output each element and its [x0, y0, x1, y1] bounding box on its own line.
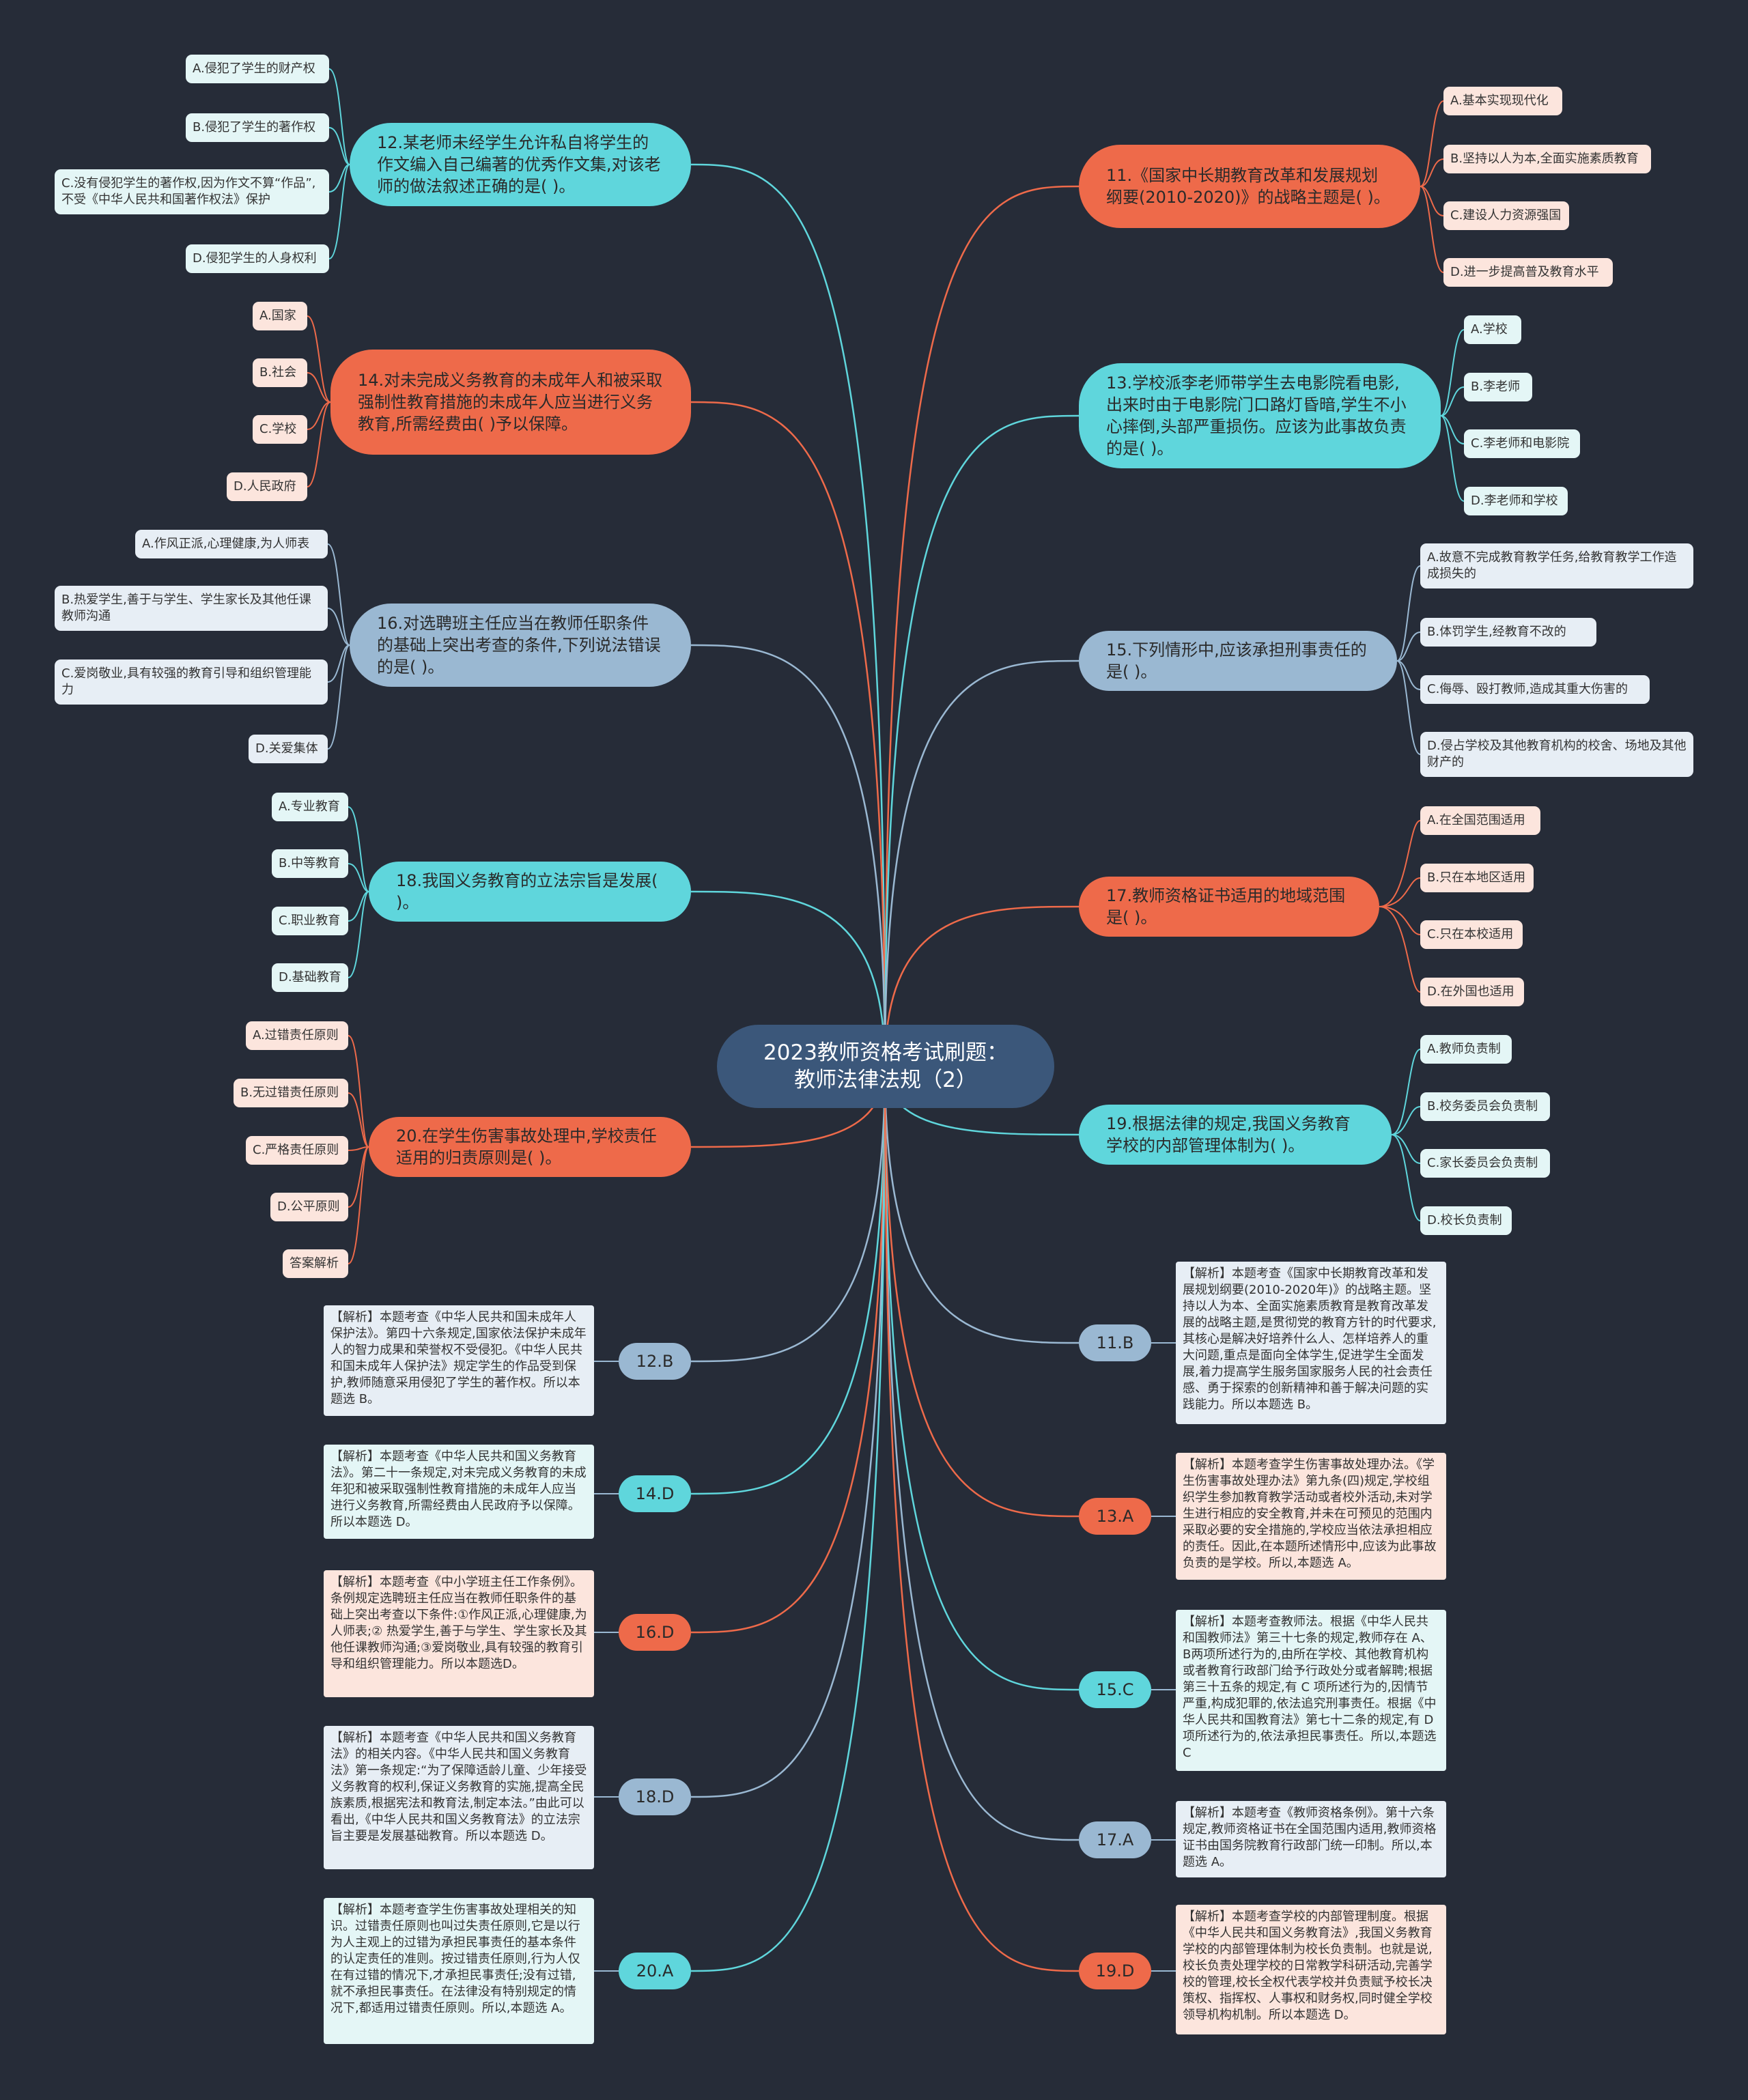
question-14-text: 14.对未完成义务教育的未成年人和被采取强制性教育措施的未成年人应当进行义务教育… — [358, 371, 663, 434]
answer-11-node[interactable]: 11.B — [1079, 1324, 1151, 1361]
answer-13-explanation: 【解析】本题考查学生伤害事故处理办法。《学生伤害事故处理办法》第九条(四)规定,… — [1176, 1453, 1446, 1580]
q13-option-c[interactable]: C.李老师和电影院 — [1464, 429, 1580, 458]
q19-option-d[interactable]: D.校长负责制 — [1420, 1206, 1512, 1235]
q18-option-a[interactable]: A.专业教育 — [272, 793, 348, 821]
answer-18-node[interactable]: 18.D — [619, 1778, 691, 1815]
q14-option-c[interactable]: C.学校 — [253, 415, 307, 444]
q12-option-c[interactable]: C.没有侵犯学生的著作权,因为作文不算“作品”,不受《中华人民共和国著作权法》保… — [55, 169, 329, 214]
q15-option-c[interactable]: C.侮辱、殴打教师,造成其重大伤害的 — [1420, 675, 1650, 704]
question-20-text: 20.在学生伤害事故处理中,学校责任适用的归责原则是( )。 — [396, 1126, 657, 1167]
question-12-text: 12.某老师未经学生允许私自将学生的作文编入自己编著的优秀作文集,对该老师的做法… — [377, 133, 661, 196]
q11-option-d[interactable]: D.进一步提高普及教育水平 — [1443, 258, 1613, 287]
answer-14-node[interactable]: 14.D — [619, 1475, 691, 1512]
answer-18-explanation: 【解析】本题考查《中华人民共和国义务教育法》的相关内容。《中华人民共和国义务教育… — [324, 1726, 594, 1869]
q14-option-b[interactable]: B.社会 — [253, 358, 307, 387]
q18-option-b[interactable]: B.中等教育 — [272, 849, 348, 878]
answer-19-node[interactable]: 19.D — [1079, 1953, 1151, 1989]
question-15-text: 15.下列情形中,应该承担刑事责任的是( )。 — [1106, 640, 1367, 681]
answer-11-explanation: 【解析】本题考查《国家中长期教育改革和发展规划纲要(2010-2020年)》的战… — [1176, 1262, 1446, 1424]
question-15-node[interactable]: 15.下列情形中,应该承担刑事责任的是( )。 — [1079, 631, 1397, 691]
q17-option-b[interactable]: B.只在本地区适用 — [1420, 864, 1534, 892]
question-17-text: 17.教师资格证书适用的地域范围是( )。 — [1106, 886, 1346, 927]
q19-option-a[interactable]: A.教师负责制 — [1420, 1035, 1512, 1064]
answer-20-node[interactable]: 20.A — [619, 1953, 691, 1989]
q15-option-b[interactable]: B.体罚学生,经教育不改的 — [1420, 618, 1596, 647]
q17-option-c[interactable]: C.只在本校适用 — [1420, 920, 1523, 949]
q11-option-b[interactable]: B.坚持以人为本,全面实施素质教育 — [1443, 145, 1651, 173]
answer-17-node[interactable]: 17.A — [1079, 1821, 1151, 1858]
q19-option-c[interactable]: C.家长委员会负责制 — [1420, 1149, 1550, 1178]
question-16-node[interactable]: 16.对选聘班主任应当在教师任职条件的基础上突出考查的条件,下列说法错误的是( … — [350, 604, 691, 687]
question-14-node[interactable]: 14.对未完成义务教育的未成年人和被采取强制性教育措施的未成年人应当进行义务教育… — [330, 350, 691, 455]
q16-option-c[interactable]: C.爱岗敬业,具有较强的教育引导和组织管理能力 — [55, 659, 328, 705]
q13-option-d[interactable]: D.李老师和学校 — [1464, 487, 1568, 515]
answer-12-explanation: 【解析】本题考查《中华人民共和国未成年人保护法》。第四十六条规定,国家依法保护未… — [324, 1305, 594, 1416]
q11-option-c[interactable]: C.建设人力资源强国 — [1443, 201, 1569, 230]
answer-16-node[interactable]: 16.D — [619, 1614, 691, 1651]
answer-14-explanation: 【解析】本题考查《中华人民共和国义务教育法》。第二十一条规定,对未完成义务教育的… — [324, 1445, 594, 1539]
q20-option-d[interactable]: D.公平原则 — [270, 1193, 348, 1221]
answer-16-explanation: 【解析】本题考查《中小学班主任工作条例》。条例规定选聘班主任应当在教师任职条件的… — [324, 1570, 594, 1697]
question-20-node[interactable]: 20.在学生伤害事故处理中,学校责任适用的归责原则是( )。 — [369, 1117, 691, 1177]
q16-option-a[interactable]: A.作风正派,心理健康,为人师表 — [135, 530, 328, 558]
q20-answer-analysis[interactable]: 答案解析 — [283, 1249, 348, 1278]
q18-option-d[interactable]: D.基础教育 — [272, 963, 348, 992]
answer-19-explanation: 【解析】本题考查学校的内部管理制度。根据《中华人民共和国义务教育法》,我国义务教… — [1176, 1905, 1446, 2034]
q12-option-b[interactable]: B.侵犯了学生的著作权 — [186, 113, 329, 142]
q12-option-d[interactable]: D.侵犯学生的人身权利 — [186, 244, 329, 273]
question-13-node[interactable]: 13.学校派李老师带学生去电影院看电影,出来时由于电影院门口路灯昏暗,学生不小心… — [1079, 363, 1441, 468]
q19-option-b[interactable]: B.校务委员会负责制 — [1420, 1092, 1550, 1121]
q20-option-a[interactable]: A.过错责任原则 — [246, 1021, 348, 1050]
question-19-text: 19.根据法律的规定,我国义务教育学校的内部管理体制为( )。 — [1106, 1114, 1351, 1155]
question-11-node[interactable]: 11.《国家中长期教育改革和发展规划纲要(2010-2020)》的战略主题是( … — [1079, 145, 1420, 228]
q18-option-c[interactable]: C.职业教育 — [272, 907, 348, 935]
root-topic[interactable]: 2023教师资格考试刷题： 教师法律法规（2） — [717, 1025, 1054, 1108]
answer-12-node[interactable]: 12.B — [619, 1343, 691, 1380]
question-12-node[interactable]: 12.某老师未经学生允许私自将学生的作文编入自己编著的优秀作文集,对该老师的做法… — [350, 123, 691, 206]
q17-option-d[interactable]: D.在外国也适用 — [1420, 978, 1524, 1006]
root-line-1: 2023教师资格考试刷题： — [763, 1040, 1008, 1065]
question-11-text: 11.《国家中长期教育改革和发展规划纲要(2010-2020)》的战略主题是( … — [1106, 166, 1390, 207]
answer-15-node[interactable]: 15.C — [1079, 1671, 1151, 1708]
q20-option-c[interactable]: C.严格责任原则 — [246, 1136, 348, 1165]
root-line-2: 教师法律法规（2） — [794, 1068, 977, 1092]
q15-option-a[interactable]: A.故意不完成教育教学任务,给教育教学工作造成损失的 — [1420, 543, 1693, 588]
q17-option-a[interactable]: A.在全国范围适用 — [1420, 806, 1540, 835]
q20-option-b[interactable]: B.无过错责任原则 — [234, 1079, 348, 1107]
question-18-node[interactable]: 18.我国义务教育的立法宗旨是发展( )。 — [369, 862, 691, 922]
q14-option-d[interactable]: D.人民政府 — [227, 472, 307, 501]
q12-option-a[interactable]: A.侵犯了学生的财产权 — [186, 55, 329, 83]
question-16-text: 16.对选聘班主任应当在教师任职条件的基础上突出考查的条件,下列说法错误的是( … — [377, 614, 661, 677]
answer-13-node[interactable]: 13.A — [1079, 1498, 1151, 1535]
q13-option-a[interactable]: A.学校 — [1464, 315, 1521, 344]
q11-option-a[interactable]: A.基本实现现代化 — [1443, 87, 1562, 115]
q13-option-b[interactable]: B.李老师 — [1464, 373, 1532, 401]
q16-option-d[interactable]: D.关爱集体 — [249, 735, 328, 763]
q16-option-b[interactable]: B.热爱学生,善于与学生、学生家长及其他任课教师沟通 — [55, 586, 328, 631]
answer-17-explanation: 【解析】本题考查《教师资格条例》。第十六条规定,教师资格证书在全国范围内适用,教… — [1176, 1801, 1446, 1877]
q14-option-a[interactable]: A.国家 — [253, 302, 307, 330]
answer-15-explanation: 【解析】本题考查教师法。根据《中华人民共和国教师法》第三十七条的规定,教师存在 … — [1176, 1610, 1446, 1771]
q15-option-d[interactable]: D.侵占学校及其他教育机构的校舍、场地及其他财产的 — [1420, 732, 1693, 777]
answer-20-explanation: 【解析】本题考查学生伤害事故处理相关的知识。过错责任原则也叫过失责任原则,它是以… — [324, 1898, 594, 2044]
question-17-node[interactable]: 17.教师资格证书适用的地域范围是( )。 — [1079, 877, 1379, 937]
question-19-node[interactable]: 19.根据法律的规定,我国义务教育学校的内部管理体制为( )。 — [1079, 1105, 1392, 1165]
question-13-text: 13.学校派李老师带学生去电影院看电影,出来时由于电影院门口路灯昏暗,学生不小心… — [1106, 373, 1407, 458]
question-18-text: 18.我国义务教育的立法宗旨是发展( )。 — [396, 871, 658, 912]
